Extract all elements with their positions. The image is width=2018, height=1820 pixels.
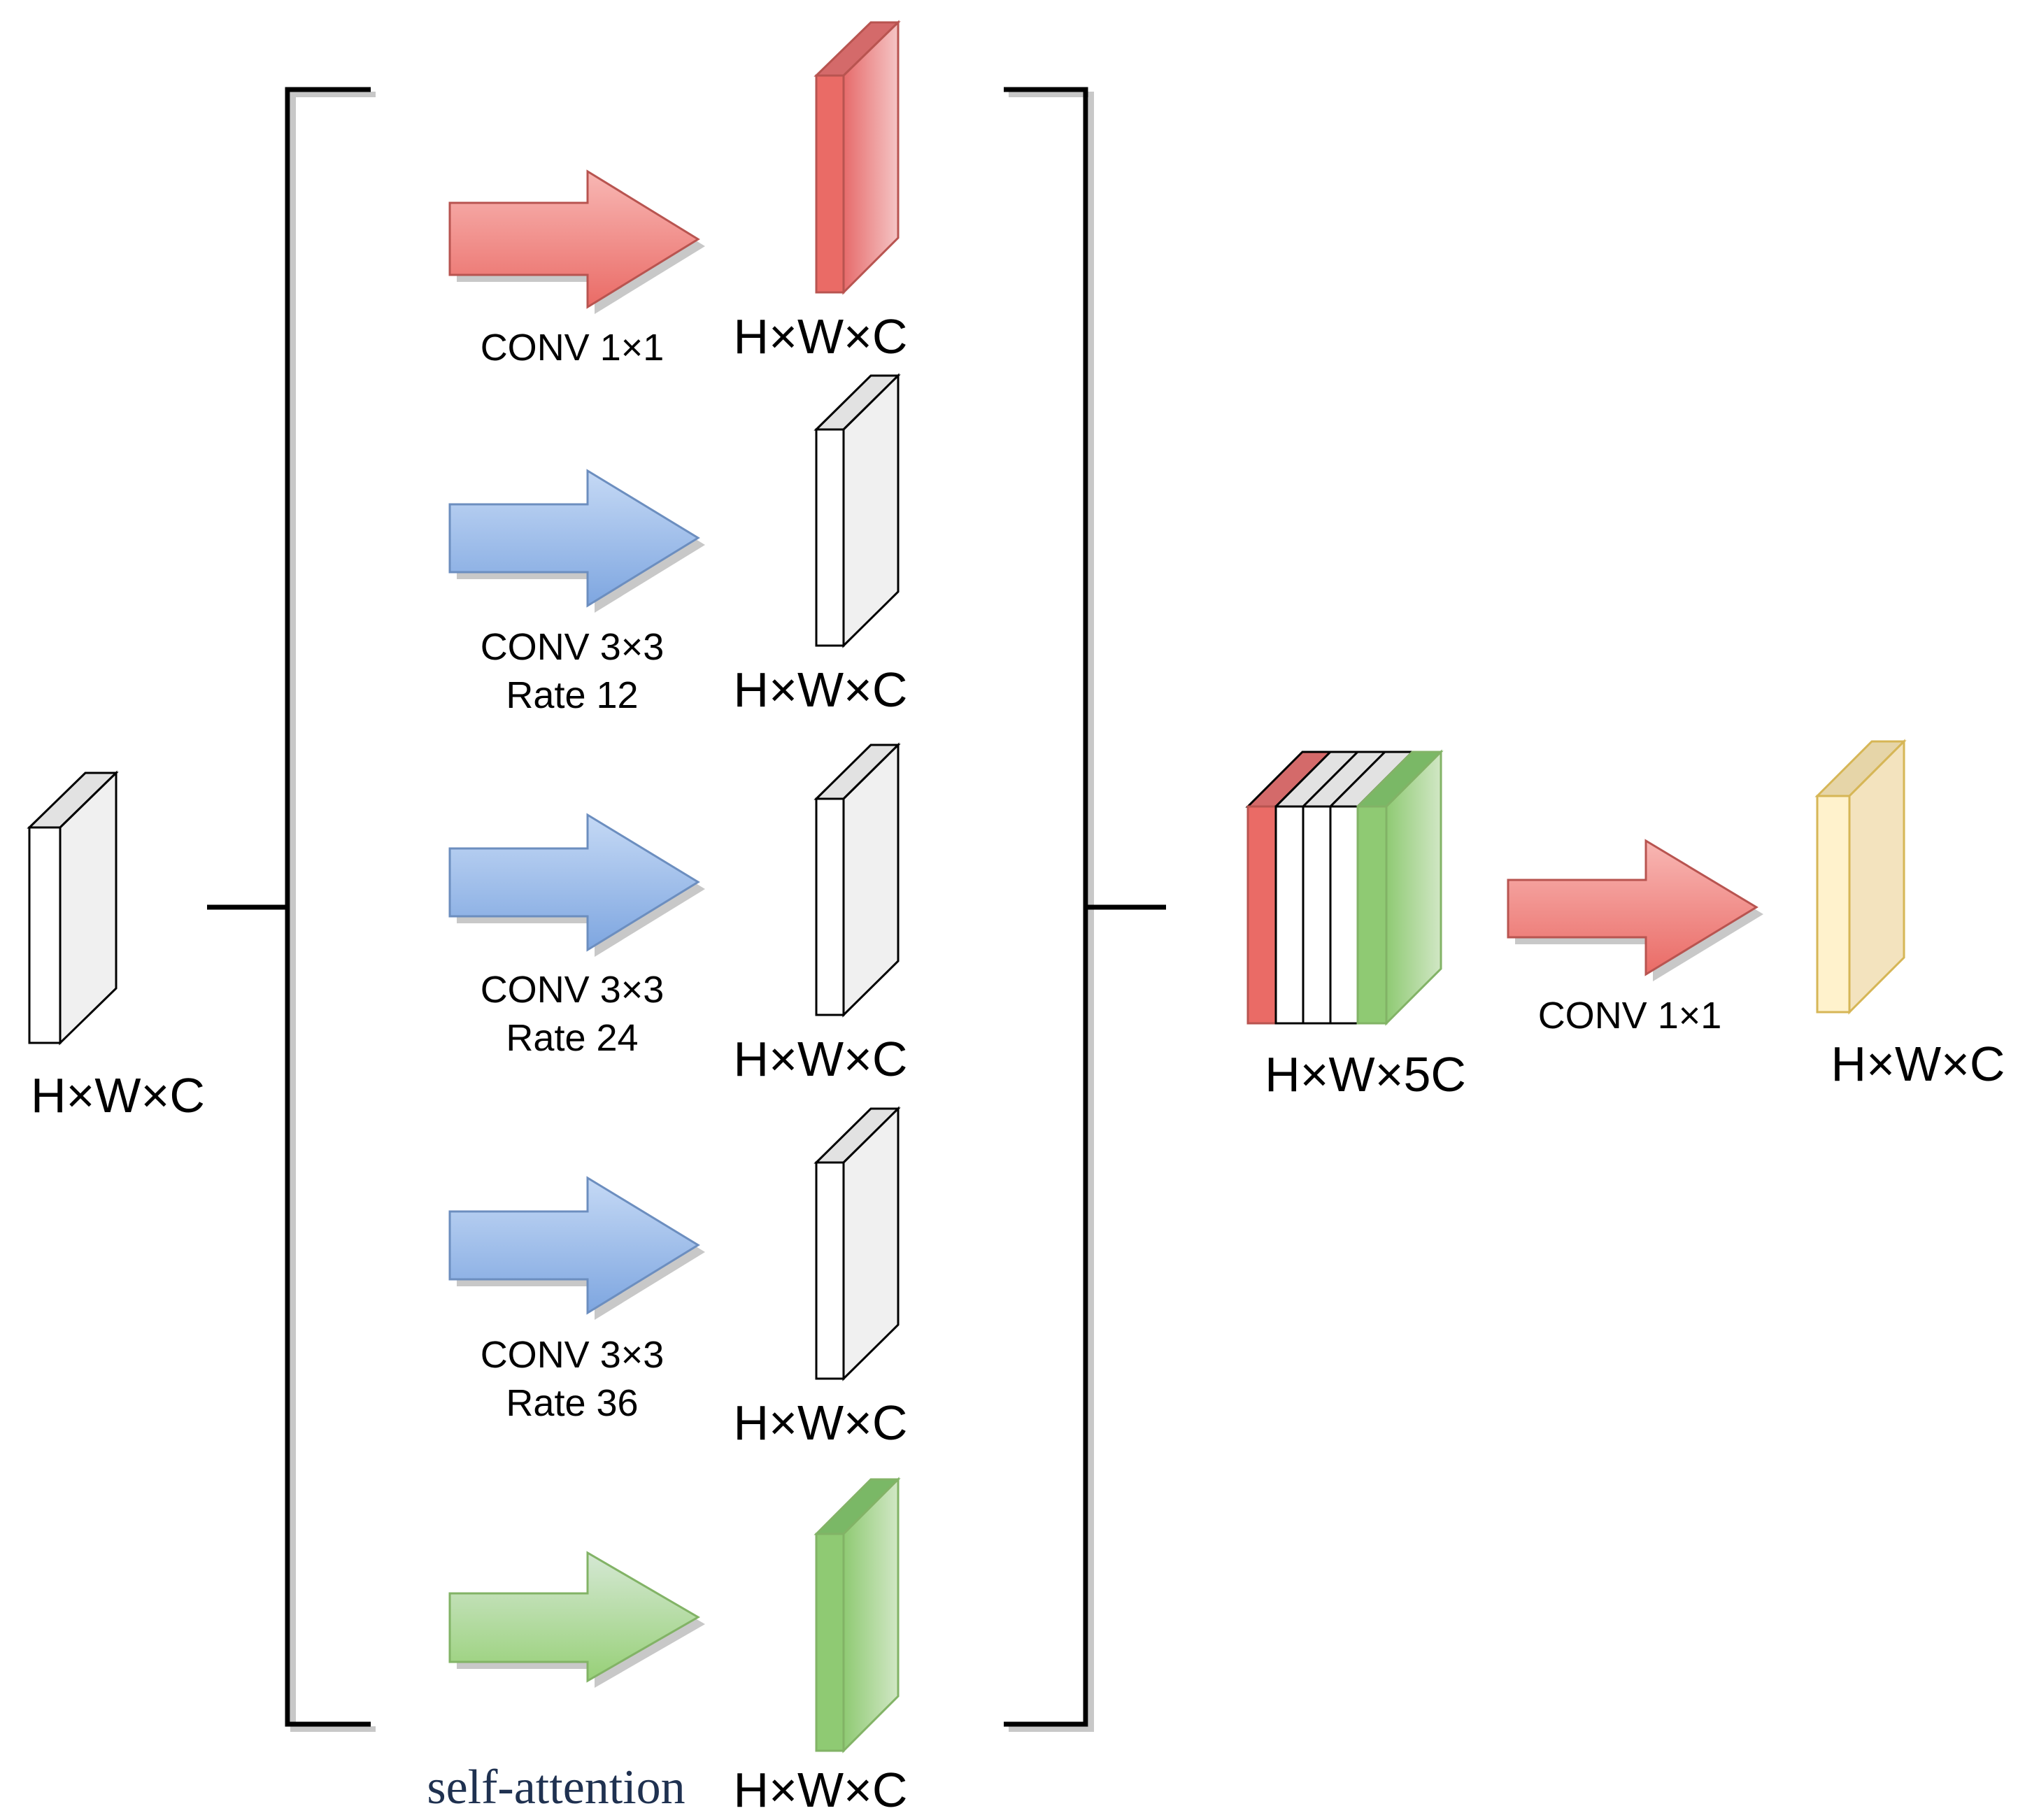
connector-lines: [207, 87, 1166, 1732]
branch-op-label: CONV 3×3: [481, 626, 665, 668]
branch-op-label: CONV 3×3: [481, 1334, 665, 1376]
right-bracket: [1004, 87, 1094, 1732]
branch-op-sublabel: Rate 36: [506, 1382, 638, 1424]
arrow-blue: [448, 1176, 700, 1315]
output-label: H×W×C: [1831, 1037, 2005, 1091]
branch-op-sublabel: Rate 12: [506, 674, 638, 716]
branch-output-label: H×W×C: [734, 309, 908, 364]
branch-self-attention: self-attention H×W×C: [427, 1477, 908, 1817]
branch-conv3x3-rate24: CONV 3×3 Rate 24 H×W×C: [448, 742, 908, 1086]
branch-op-sublabel: Rate 24: [506, 1017, 638, 1059]
branch-conv3x3-rate12: CONV 3×3 Rate 12 H×W×C: [448, 373, 908, 717]
arrow-red: [1507, 839, 1758, 976]
final-op-label: CONV 1×1: [1538, 995, 1722, 1037]
input-block-front: [28, 826, 62, 1044]
concat-block: [1245, 749, 1444, 1026]
arrow-red: [448, 169, 700, 309]
branches: CONV 1×1 H×W×C CONV 3×3 Rate 12 H×W×C: [427, 20, 908, 1817]
concat-label: H×W×5C: [1265, 1047, 1466, 1102]
output-block: [1814, 739, 1907, 1015]
feature-map-green: [813, 1477, 901, 1754]
feature-map-white: [813, 1106, 901, 1381]
feature-map-white: [813, 373, 901, 648]
arrow-green: [448, 1551, 700, 1683]
arrow-blue: [448, 469, 700, 608]
input-block: [27, 770, 119, 1046]
left-bracket: [285, 87, 376, 1732]
arrow-blue: [448, 813, 700, 952]
branch-op-label: CONV 3×3: [481, 969, 665, 1011]
feature-map-white: [813, 742, 901, 1018]
branch-output-label: H×W×C: [734, 662, 908, 717]
branch-output-label: H×W×C: [734, 1395, 908, 1450]
feature-map-red: [813, 20, 901, 295]
final-conv: CONV 1×1: [1507, 839, 1763, 1037]
branch-op-label: self-attention: [427, 1761, 685, 1814]
branch-output-label: H×W×C: [734, 1763, 908, 1817]
branch-conv3x3-rate36: CONV 3×3 Rate 36 H×W×C: [448, 1106, 908, 1450]
input-label: H×W×C: [31, 1068, 205, 1123]
branch-conv1x1: CONV 1×1 H×W×C: [448, 20, 908, 369]
branch-output-label: H×W×C: [734, 1032, 908, 1086]
branch-op-label: CONV 1×1: [481, 327, 665, 369]
